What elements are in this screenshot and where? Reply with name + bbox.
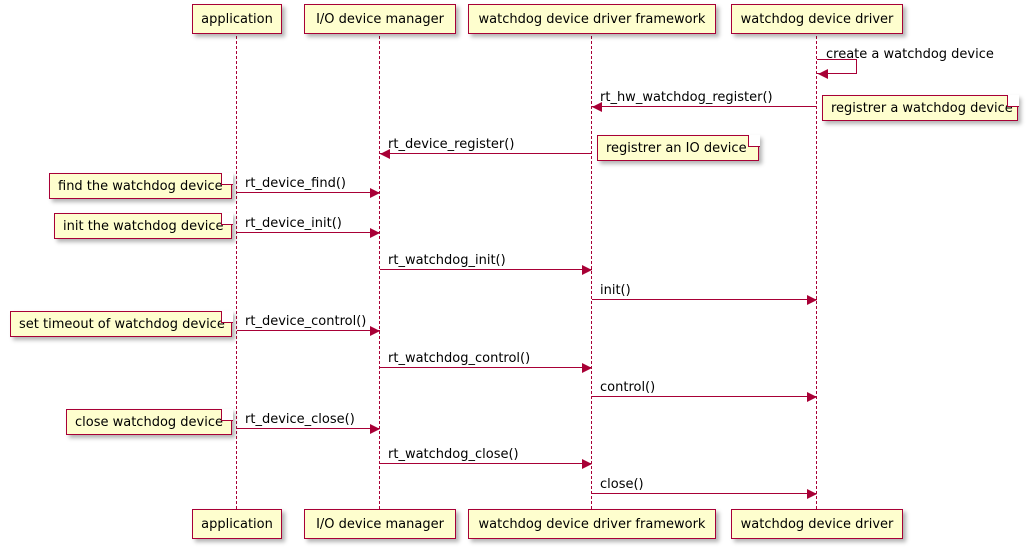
message-label-m10: control() <box>600 380 656 395</box>
message-line-m11[interactable] <box>237 428 380 429</box>
note-fold-corner-icon <box>220 310 233 323</box>
message-line-m10[interactable] <box>592 396 817 397</box>
note-fold-corner-icon <box>747 134 760 147</box>
participant-top-watchdog-framework[interactable]: watchdog device driver framework <box>468 4 716 34</box>
arrow-head-m5 <box>370 228 380 238</box>
note-text: close watchdog device <box>75 414 223 430</box>
lifeline-application <box>236 36 238 509</box>
arrow-head-m6 <box>582 265 592 275</box>
note-n5[interactable]: set timeout of watchdog device <box>10 310 233 337</box>
note-text: registrer a watchdog device <box>831 100 1013 116</box>
arrow-head-m10 <box>807 392 817 402</box>
note-fold-corner-icon <box>1006 94 1019 107</box>
participant-top-application[interactable]: application <box>192 4 282 34</box>
note-text: set timeout of watchdog device <box>19 316 225 332</box>
participant-bottom-io-device-manager[interactable]: I/O device manager <box>304 509 456 539</box>
message-line-m7[interactable] <box>592 299 817 300</box>
note-text: init the watchdog device <box>63 218 224 234</box>
message-line-m9[interactable] <box>380 367 592 368</box>
note-n4[interactable]: init the watchdog device <box>54 212 233 239</box>
participant-label: watchdog device driver framework <box>478 516 706 532</box>
message-line-m8[interactable] <box>237 330 380 331</box>
participant-label: I/O device manager <box>316 516 444 532</box>
note-text: registrer an IO device <box>606 140 747 156</box>
message-label-m12: rt_watchdog_close() <box>388 447 519 462</box>
arrow-head-m1 <box>818 69 828 79</box>
message-label-m6: rt_watchdog_init() <box>388 253 506 268</box>
participant-bottom-watchdog-driver[interactable]: watchdog device driver <box>731 509 903 539</box>
participant-label: watchdog device driver <box>740 516 894 532</box>
message-label-m9: rt_watchdog_control() <box>388 351 531 366</box>
arrow-head-m7 <box>807 295 817 305</box>
lifeline-io-device-manager <box>379 36 381 509</box>
arrow-head-m3 <box>380 149 390 159</box>
message-label-m8: rt_device_control() <box>245 314 367 329</box>
arrow-head-m2 <box>592 102 602 112</box>
message-line-m5[interactable] <box>237 232 380 233</box>
arrow-head-m4 <box>370 188 380 198</box>
message-line-m12[interactable] <box>380 463 592 464</box>
participant-label: watchdog device driver <box>740 11 894 27</box>
arrow-head-m9 <box>582 363 592 373</box>
message-line-m13[interactable] <box>592 493 817 494</box>
note-n6[interactable]: close watchdog device <box>66 408 233 435</box>
message-line-m2[interactable] <box>592 106 817 107</box>
note-text: find the watchdog device <box>58 178 223 194</box>
note-fold-corner-icon <box>220 172 233 185</box>
participant-top-io-device-manager[interactable]: I/O device manager <box>304 4 456 34</box>
participant-bottom-application[interactable]: application <box>192 509 282 539</box>
message-label-m3: rt_device_register() <box>388 137 515 152</box>
message-label-m5: rt_device_init() <box>245 216 342 231</box>
message-label-m11: rt_device_close() <box>245 412 355 427</box>
participant-label: I/O device manager <box>316 11 444 27</box>
message-label-m1: create a watchdog device <box>826 47 994 62</box>
note-n2[interactable]: registrer an IO device <box>597 134 760 161</box>
arrow-head-m12 <box>582 459 592 469</box>
note-fold-corner-icon <box>220 408 233 421</box>
participant-label: application <box>201 11 273 27</box>
note-fold-corner-icon <box>220 212 233 225</box>
participant-bottom-watchdog-framework[interactable]: watchdog device driver framework <box>468 509 716 539</box>
arrow-head-m11 <box>370 424 380 434</box>
message-label-m13: close() <box>600 477 644 492</box>
lifeline-watchdog-driver <box>816 36 818 509</box>
arrow-head-m8 <box>370 326 380 336</box>
note-n1[interactable]: registrer a watchdog device <box>822 94 1019 121</box>
message-line-m3[interactable] <box>380 153 592 154</box>
message-label-m7: init() <box>600 283 631 298</box>
participant-top-watchdog-driver[interactable]: watchdog device driver <box>731 4 903 34</box>
note-n3[interactable]: find the watchdog device <box>49 172 233 199</box>
message-line-m6[interactable] <box>380 269 592 270</box>
message-label-m4: rt_device_find() <box>245 176 346 191</box>
self-message-m1[interactable] <box>817 59 857 74</box>
message-line-m4[interactable] <box>237 192 380 193</box>
participant-label: watchdog device driver framework <box>478 11 706 27</box>
message-label-m2: rt_hw_watchdog_register() <box>600 90 773 105</box>
participant-label: application <box>201 516 273 532</box>
arrow-head-m13 <box>807 489 817 499</box>
